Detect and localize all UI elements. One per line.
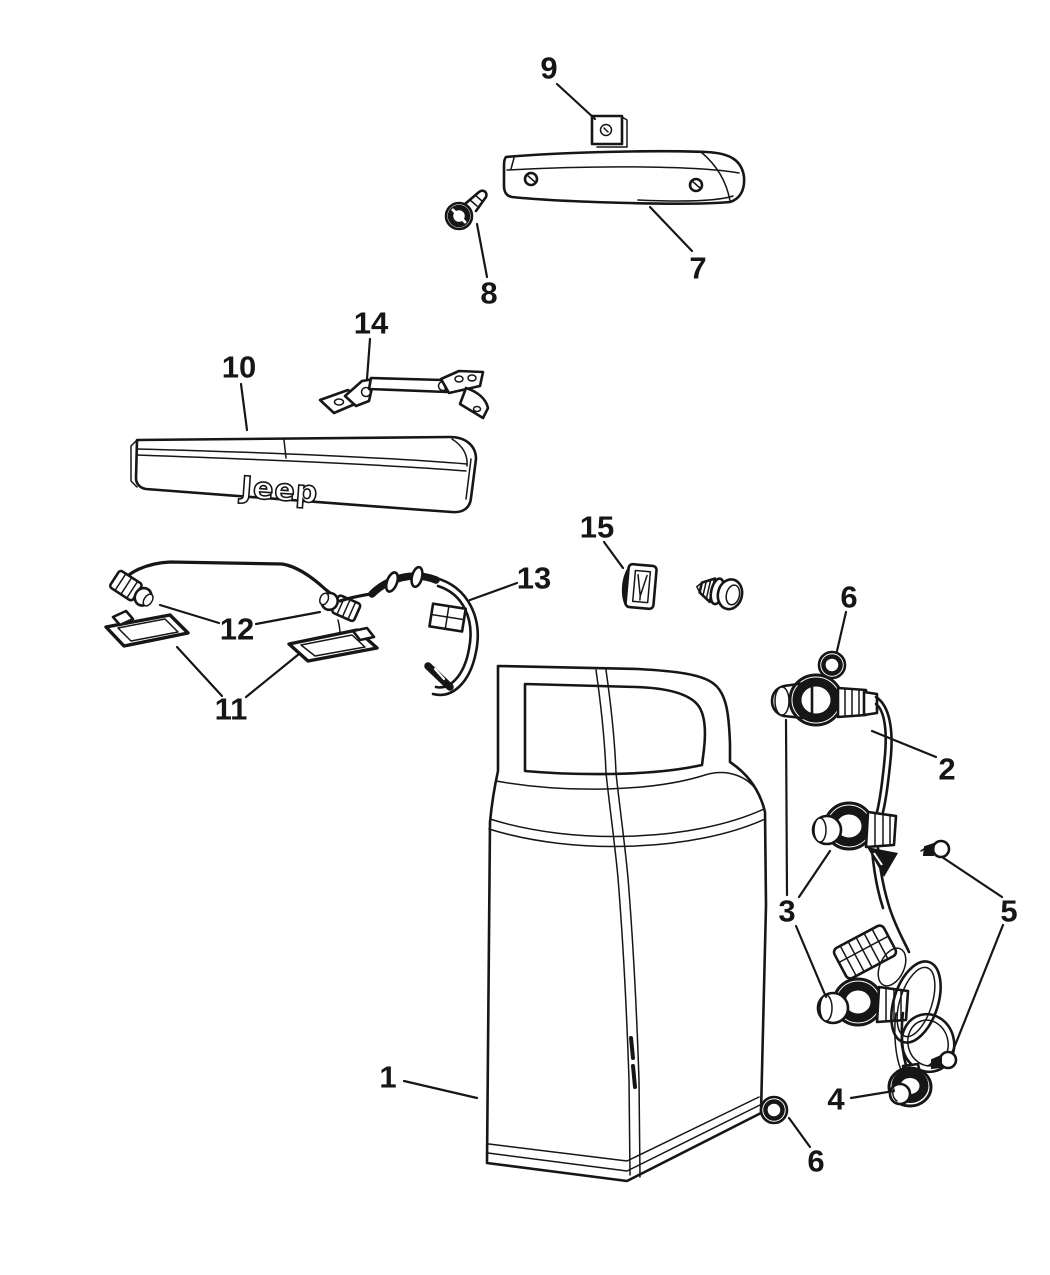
callout-4-leader: [849, 1089, 896, 1100]
callout-15-label: 15: [580, 510, 614, 545]
harness-connector-2: [832, 924, 898, 980]
callout-13-leader: [468, 581, 519, 602]
callout-4-label: 4: [827, 1082, 845, 1117]
clip-nut-part: [590, 114, 628, 148]
callout-10-leader: [239, 382, 249, 432]
callout-3-leader: [797, 849, 832, 899]
callout-14-label: 14: [354, 306, 389, 341]
callout-5-leader: [940, 855, 1004, 899]
callout-1-label: 1: [379, 1060, 396, 1095]
bracket-part: [318, 369, 490, 420]
callout-12-label: 12: [220, 612, 254, 647]
callout-2-label: 2: [938, 752, 955, 787]
screw-part: [444, 189, 488, 231]
callout-3-leader: [784, 718, 789, 897]
harness-loop-part: [338, 565, 479, 697]
retainer-clip-part: [621, 562, 658, 611]
screw-hole: [523, 171, 539, 187]
license-lamp-lens-right: [287, 626, 379, 663]
callout-7-label: 7: [689, 251, 706, 286]
callout-13-label: 13: [517, 561, 551, 596]
callout-9-label: 9: [540, 51, 557, 86]
harness-connector-13: [428, 602, 467, 633]
callout-8-label: 8: [480, 276, 497, 311]
callout-3-label: 3: [778, 894, 795, 929]
rear-lamp-harness-part: [759, 650, 958, 1125]
callout-10-label: 10: [222, 350, 256, 385]
chmsl-lamp-part: [502, 149, 746, 205]
callout-12-leader: [158, 603, 221, 625]
callout-6-leader: [787, 1116, 812, 1149]
license-lamp-bar-part: Jeep: [130, 435, 478, 514]
callout-12-leader: [254, 610, 322, 626]
callout-8-leader: [475, 222, 489, 279]
callout-9-leader: [555, 82, 597, 121]
license-socket-right: [318, 591, 362, 623]
callout-2-leader: [870, 729, 938, 759]
license-socket-left: [108, 569, 154, 607]
callout-11-leader: [175, 645, 224, 698]
callout-11-leader: [244, 652, 301, 699]
callout-1-leader: [402, 1079, 479, 1100]
jeep-logo: Jeep: [238, 470, 320, 510]
callout-6-leader: [835, 610, 848, 653]
push-pin-fastener: [696, 577, 744, 611]
bulb-5-lower: [927, 1050, 958, 1070]
license-lamp-lens-left: [104, 609, 190, 648]
callout-5-leader: [950, 923, 1005, 1055]
callout-6-label: 6: [807, 1144, 824, 1179]
socket-4: [887, 1062, 933, 1108]
callout-7-leader: [648, 205, 694, 253]
socket-middle: [811, 801, 898, 877]
callout-11-label: 11: [215, 692, 248, 727]
callout-3-leader: [794, 924, 828, 999]
socket-top: [770, 673, 879, 727]
screw-hole: [688, 177, 704, 193]
callout-6-label: 6: [840, 580, 857, 615]
callout-5-label: 5: [1000, 894, 1017, 929]
grommet-lower: [759, 1095, 789, 1125]
bulb-5-upper: [920, 839, 951, 859]
callout-15-leader: [602, 540, 625, 570]
callout-14-leader: [365, 337, 372, 381]
tail-lamp-housing-part: [485, 664, 768, 1183]
grommet-upper: [817, 650, 847, 680]
